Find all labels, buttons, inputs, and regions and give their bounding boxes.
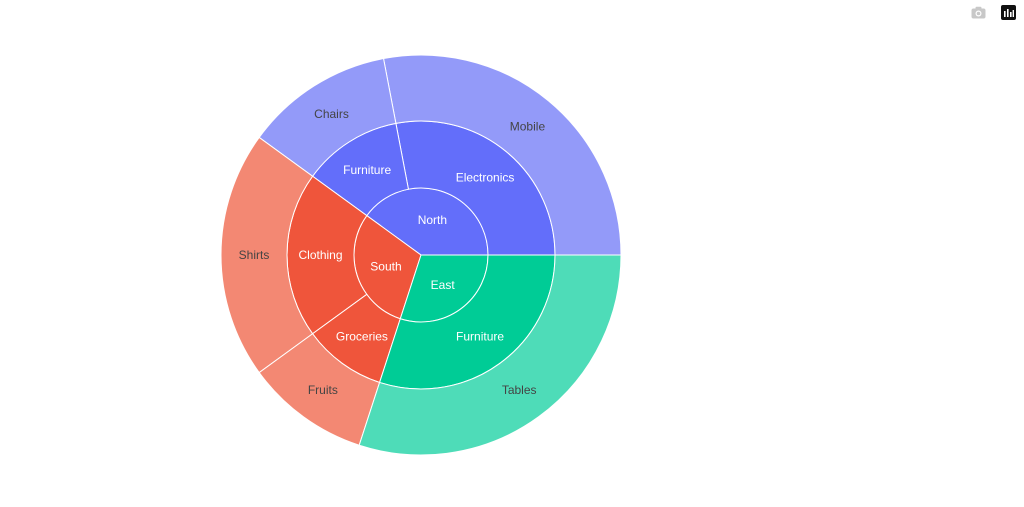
- segment-east-furniture-tables[interactable]: [358, 254, 622, 456]
- plotly-logo-icon[interactable]: [1000, 4, 1016, 20]
- segment-north-electronics-mobile[interactable]: [382, 54, 622, 256]
- sunburst-segments: [220, 54, 622, 456]
- modebar: [970, 4, 1016, 20]
- camera-icon[interactable]: [970, 4, 986, 20]
